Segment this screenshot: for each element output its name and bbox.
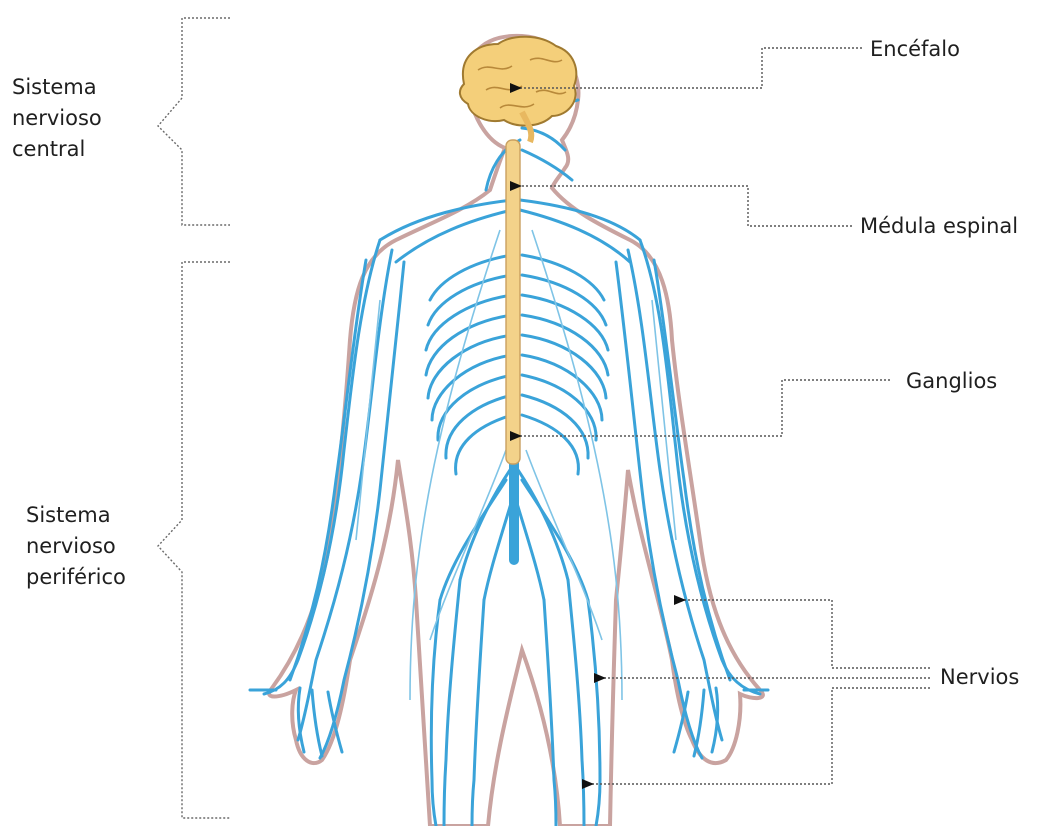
label-nervios: Nervios [940,662,1019,692]
spinal-cord [506,140,520,464]
leader-nervios-lower [592,688,930,784]
central-nervous-system-label: Sistema nervioso central [12,72,102,165]
bracket-peripheral [158,262,230,818]
bracket-central [158,18,230,225]
label-medula-espinal: Médula espinal [860,211,1018,241]
label-ganglios: Ganglios [906,366,997,396]
peripheral-nervous-system-label: Sistema nervioso periférico [26,500,126,593]
label-encefalo: Encéfalo [870,34,960,64]
